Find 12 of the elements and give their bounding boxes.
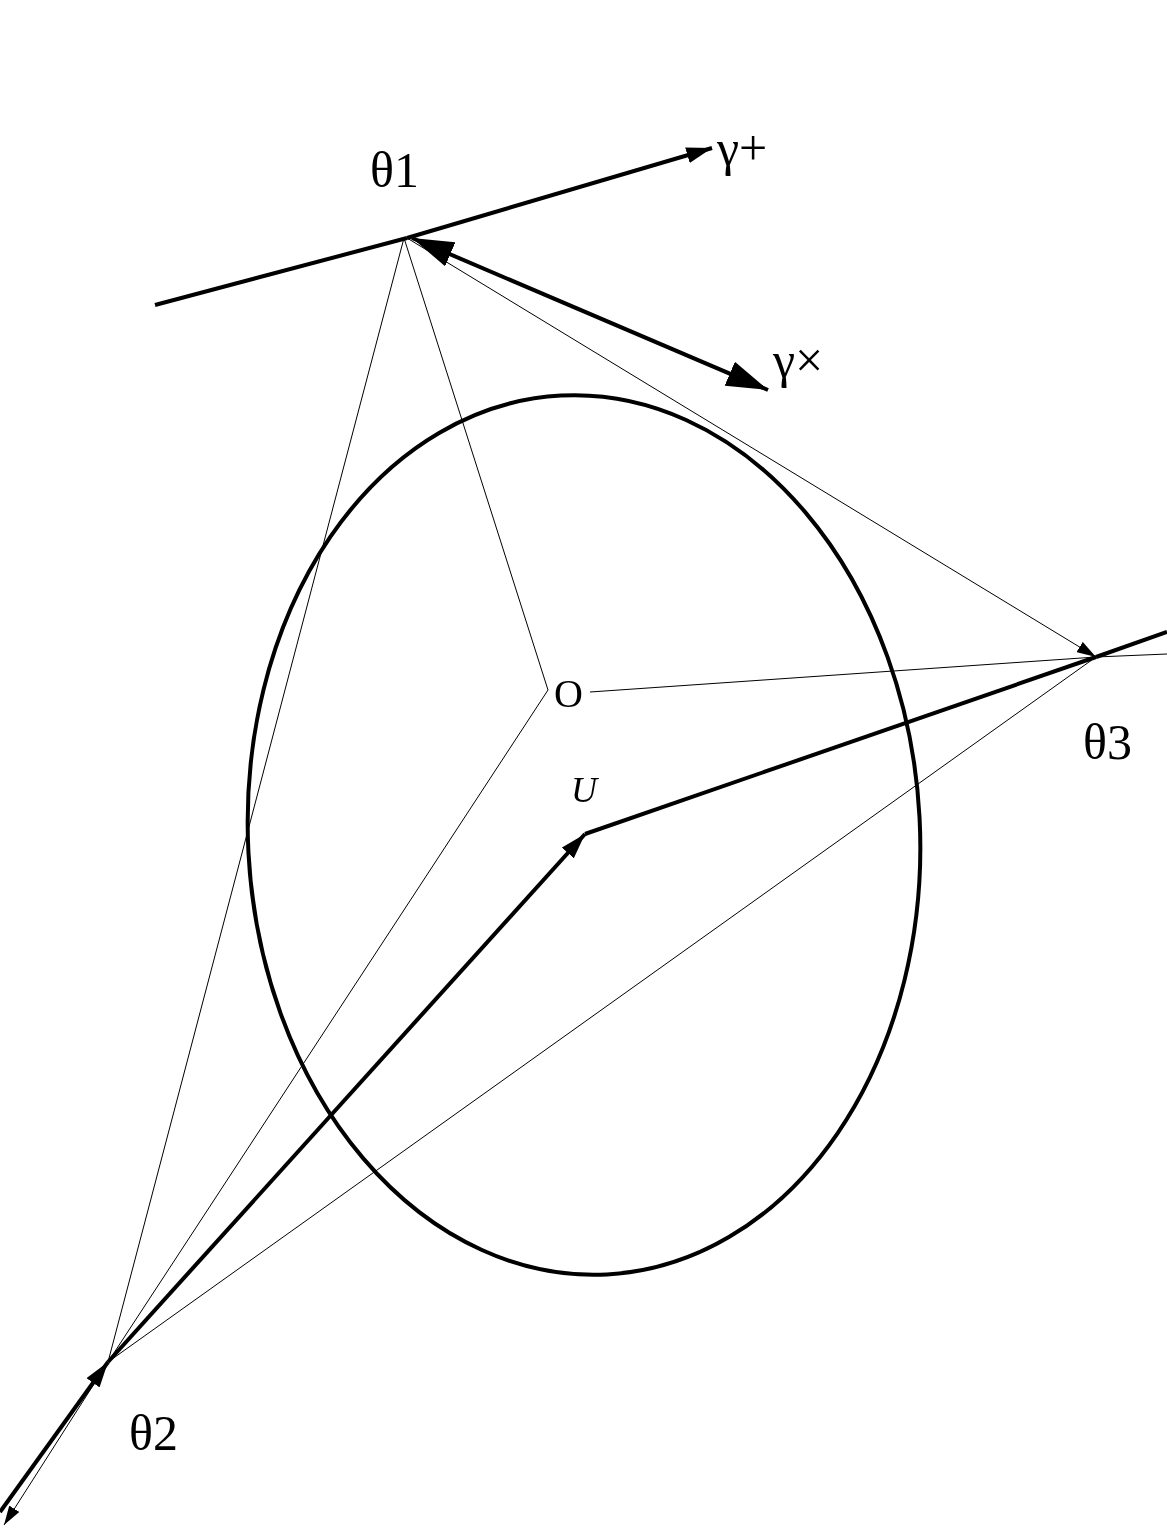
origin-label: O — [554, 674, 583, 714]
arrow — [406, 237, 1097, 658]
point-label: θ2 — [129, 1408, 178, 1458]
line — [403, 237, 549, 691]
vertex-label: U — [571, 772, 597, 808]
point-label: θ3 — [1083, 717, 1132, 767]
line — [154, 236, 408, 307]
arrow — [411, 236, 769, 392]
arrow — [106, 832, 587, 1364]
line — [584, 655, 1097, 836]
point-label: θ1 — [370, 145, 419, 195]
arrow — [406, 146, 713, 240]
